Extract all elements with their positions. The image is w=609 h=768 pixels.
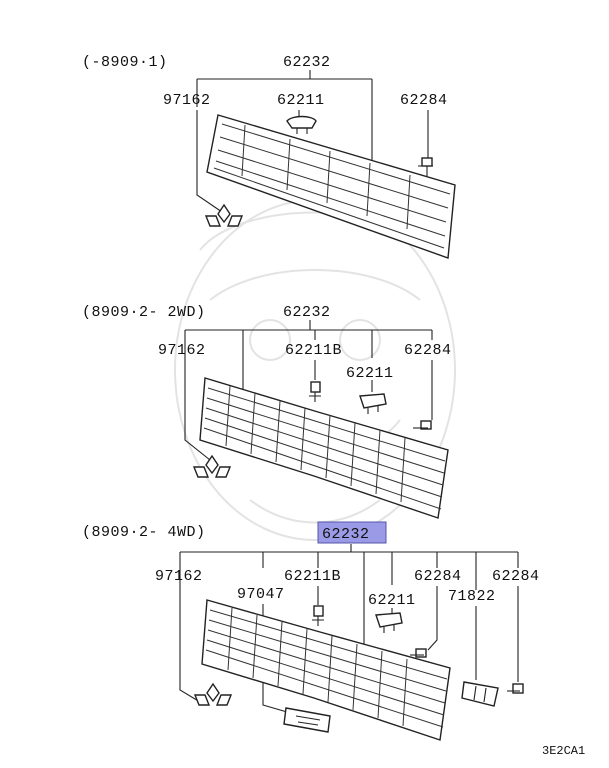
section3-screw-label: 62284 — [414, 568, 462, 585]
section3-plate — [283, 707, 331, 733]
section1-clip-label: 62211 — [277, 92, 325, 109]
section1-screw — [418, 157, 433, 176]
section3-range: (8909·2- 4WD) — [82, 524, 206, 541]
section2-clip — [359, 393, 387, 414]
section3-clipb-label: 62211B — [284, 568, 341, 585]
section3-grille — [201, 599, 451, 741]
section2-leaders — [184, 320, 433, 461]
section3-grille-label[interactable]: 62232 — [322, 526, 370, 543]
section3-clip — [375, 612, 403, 633]
section3-bracket-label: 71822 — [448, 588, 496, 605]
section3-plate-label: 97047 — [237, 586, 285, 603]
section1-emblem — [204, 203, 244, 227]
section2-screw-label: 62284 — [404, 342, 452, 359]
highlight-box — [317, 521, 387, 544]
section1-screw-label: 62284 — [400, 92, 448, 109]
section3-screw — [410, 648, 427, 658]
figure-code: 3E2CA1 — [542, 744, 585, 758]
section2-emblem — [192, 454, 232, 478]
section1-grille — [206, 114, 456, 259]
section2-clipb — [309, 381, 321, 402]
section3-clipb — [312, 605, 324, 626]
section2-grille-label: 62232 — [283, 304, 331, 321]
section2-clipb-label: 62211B — [285, 342, 342, 359]
section3-bracket — [461, 681, 499, 707]
section1-emblem-label: 97162 — [163, 92, 211, 109]
section3-emblem-label: 97162 — [155, 568, 203, 585]
section1-clip — [286, 115, 317, 134]
section2-screw — [413, 420, 432, 430]
section3-leaders — [179, 544, 519, 713]
section2-clip-label: 62211 — [346, 365, 394, 382]
section2-range: (8909·2- 2WD) — [82, 304, 206, 321]
section1-grille-label: 62232 — [283, 54, 331, 71]
section2-emblem-label: 97162 — [158, 342, 206, 359]
section3-emblem — [193, 682, 233, 706]
section1-range: (-8909·1) — [82, 54, 168, 71]
section3-screw2 — [507, 683, 524, 694]
section3-clip-label: 62211 — [368, 592, 416, 609]
section3-screw2-label: 62284 — [492, 568, 540, 585]
section2-grille — [199, 377, 449, 519]
